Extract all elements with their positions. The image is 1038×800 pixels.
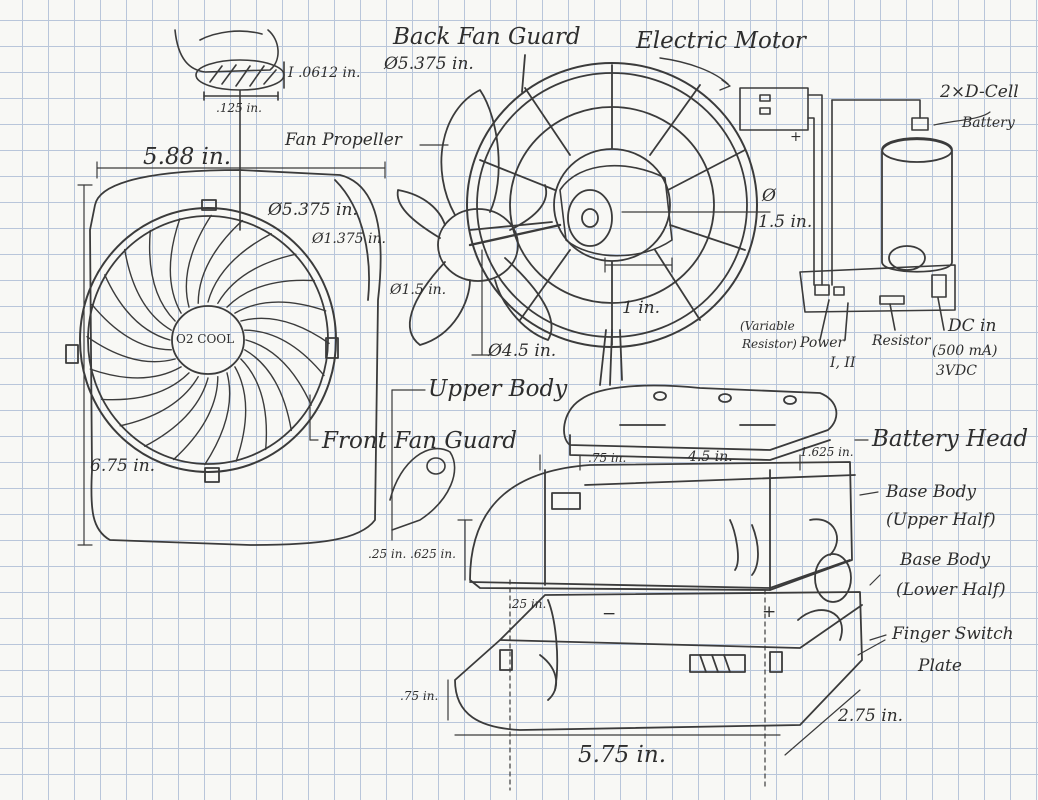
- resistor-label: Resistor: [872, 333, 931, 349]
- guard-spoke: [204, 372, 231, 466]
- guard-spoke: [217, 253, 297, 304]
- guard-spoke: [169, 218, 182, 314]
- front-width-label: 5.88 in.: [143, 144, 232, 170]
- circuit-board: [799, 264, 956, 341]
- power-modes-label: I, II: [830, 355, 856, 371]
- d-cell-battery: [881, 111, 991, 273]
- tip-thickness-label: I .0612 in.: [288, 65, 361, 81]
- guard-spoke: [119, 376, 199, 427]
- guard-spoke: [207, 233, 272, 303]
- motor-diameter-symbol: Ø: [762, 186, 776, 206]
- plus-terminal-label: +: [762, 602, 777, 622]
- guard-spoke: [234, 366, 247, 462]
- base-body-lower: [447, 579, 886, 791]
- guard-spoke: [91, 303, 172, 351]
- dim-275-label: 2.75 in.: [838, 706, 904, 726]
- guard-spoke: [185, 214, 212, 308]
- dim-1625-label: 1.625 in.: [800, 445, 854, 459]
- motor-plus-label: +: [790, 129, 802, 145]
- guard-spoke: [148, 229, 176, 322]
- guard-spoke: [226, 279, 315, 308]
- guard-spoke: [245, 339, 312, 406]
- battery-head-label: Battery Head: [872, 426, 1029, 452]
- front-guard-spokes: [86, 214, 330, 466]
- front-guard-diameter-label: Ø5.375 in.: [268, 200, 358, 220]
- power-label: Power: [800, 335, 845, 351]
- guard-spoke: [104, 274, 171, 341]
- guard-spoke: [244, 329, 325, 377]
- base-upper-label-2: (Upper Half): [886, 510, 996, 530]
- front-fan-guard-label: Front Fan Guard: [322, 428, 518, 454]
- guard-spoke: [144, 377, 209, 447]
- upper-body-label: Upper Body: [428, 376, 568, 402]
- dim-575-label: 5.75 in.: [578, 742, 667, 768]
- finger-switch-label-1: Finger Switch: [892, 624, 1014, 644]
- prop-diameter-label: Ø4.5 in.: [488, 341, 557, 361]
- fan-propeller-label: Fan Propeller: [285, 130, 402, 150]
- battery-word-label: Battery: [962, 115, 1015, 131]
- finger-tip-detail: [174, 29, 285, 231]
- brand-logo-text: O2 COOL: [176, 332, 235, 346]
- front-fan-assembly: [65, 161, 386, 546]
- guard-spoke: [234, 301, 327, 314]
- finger-switch-label-2: Plate: [918, 656, 962, 676]
- back-fan-guard-label: Back Fan Guard: [393, 24, 581, 50]
- guard-spoke: [101, 372, 190, 401]
- prop-hub-diameter-label: Ø1.5 in.: [390, 282, 447, 298]
- guard-spoke: [89, 366, 182, 379]
- dim-025-label: .25 in.: [368, 547, 407, 561]
- variable-resistor-label-2: Resistor): [742, 337, 797, 351]
- electric-motor-wiring: [659, 57, 929, 286]
- guard-spoke: [172, 376, 219, 461]
- minus-terminal-label: −: [602, 604, 617, 624]
- guard-spoke: [244, 349, 292, 432]
- variable-resistor-label-1: (Variable: [740, 319, 795, 333]
- hub-diameter-label: Ø1.375 in.: [312, 231, 386, 247]
- guard-spoke: [240, 358, 268, 451]
- back-guard-diameter-label: Ø5.375 in.: [384, 54, 474, 74]
- base-upper-label-1: Base Body: [886, 482, 977, 502]
- electric-motor-label: Electric Motor: [636, 28, 806, 54]
- motor-diameter-label: 1.5 in.: [758, 212, 813, 232]
- base-lower-label-1: Base Body: [900, 550, 991, 570]
- side-pivot-knob: [389, 389, 456, 541]
- base-lower-label-2: (Lower Half): [896, 580, 1006, 600]
- front-height-label: 6.75 in.: [90, 456, 156, 476]
- dim-025b-label: .25 in.: [508, 597, 547, 611]
- base-body-upper: [457, 454, 856, 603]
- dim-45-label: 4.5 in.: [688, 449, 733, 465]
- guard-spoke: [124, 248, 172, 331]
- dc-voltage-label: 3VDC: [936, 363, 977, 379]
- dc-in-label: DC in: [948, 316, 997, 336]
- dim-0625-label: .625 in.: [410, 547, 456, 561]
- back-guard-assembly: [466, 54, 771, 386]
- guard-spoke: [86, 336, 176, 363]
- leader-lines: [854, 439, 887, 641]
- dim-075-label: .75 in.: [588, 451, 627, 465]
- dc-current-label: (500 mA): [932, 343, 998, 359]
- tip-width-label: .125 in.: [216, 101, 262, 115]
- guard-spoke: [197, 219, 244, 304]
- battery-head: [563, 384, 838, 461]
- dim-075b-label: .75 in.: [400, 689, 439, 703]
- guard-spoke: [240, 317, 330, 344]
- fan-propeller: [396, 89, 553, 356]
- battery-count-label: 2×D-Cell: [940, 82, 1019, 102]
- motor-length-label: 1 in.: [622, 298, 661, 318]
